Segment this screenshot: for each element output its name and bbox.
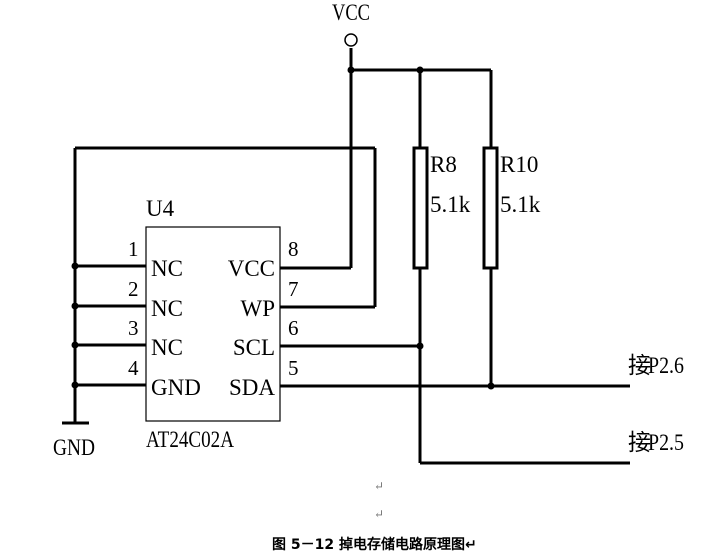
paragraph-mark: ↵ — [374, 479, 384, 493]
pin-number-2: 2 — [128, 277, 139, 301]
junction-dot — [416, 66, 424, 74]
pin-name-8: VCC — [228, 256, 275, 281]
pin-number-4: 4 — [128, 356, 139, 380]
p25-prefix: 接 — [628, 430, 651, 455]
pin-number-8: 8 — [288, 237, 299, 261]
chip-body — [145, 226, 281, 422]
junction-dot — [487, 382, 495, 390]
junction-dot — [71, 381, 79, 389]
pin-name-2: NC — [151, 296, 183, 321]
junction-dot — [71, 341, 79, 349]
p26-port: P2.6 — [648, 353, 684, 378]
pin-name-6: SCL — [233, 335, 275, 360]
wires — [62, 48, 630, 465]
pin-name-3: NC — [151, 335, 183, 360]
figure-caption: 图 5－12 掉电存储电路原理图↵ — [272, 536, 477, 553]
paragraph-mark: ↵ — [374, 507, 384, 521]
junction-dot — [416, 342, 424, 350]
p25-port: P2.5 — [648, 430, 684, 455]
chip-designator: U4 — [146, 196, 175, 221]
pin-name-7: WP — [241, 296, 276, 321]
pin-number-7: 7 — [288, 277, 299, 301]
pin-name-1: NC — [151, 256, 183, 281]
r8-value: 5.1k — [430, 192, 471, 217]
r10-value: 5.1k — [500, 192, 541, 217]
pin-number-6: 6 — [288, 316, 299, 340]
gnd-label: GND — [53, 435, 95, 460]
vcc-power-label: VCC — [332, 0, 370, 25]
pin-number-5: 5 — [288, 356, 299, 380]
junction-dot — [71, 302, 79, 310]
pin-number-1: 1 — [128, 237, 139, 261]
pin-name-5: SDA — [229, 375, 275, 400]
pin-name-4: GND — [151, 375, 201, 400]
chip-part-number: AT24C02A — [146, 427, 234, 452]
p26-prefix: 接 — [628, 353, 651, 378]
junction-dot — [347, 66, 355, 74]
pin-number-3: 3 — [128, 316, 139, 340]
junctions — [71, 66, 495, 390]
vcc-terminal — [344, 33, 358, 47]
resistor-r10 — [482, 146, 499, 270]
r8-designator: R8 — [430, 152, 457, 177]
r10-designator: R10 — [500, 152, 538, 177]
resistor-r8 — [412, 146, 429, 270]
junction-dot — [71, 262, 79, 270]
